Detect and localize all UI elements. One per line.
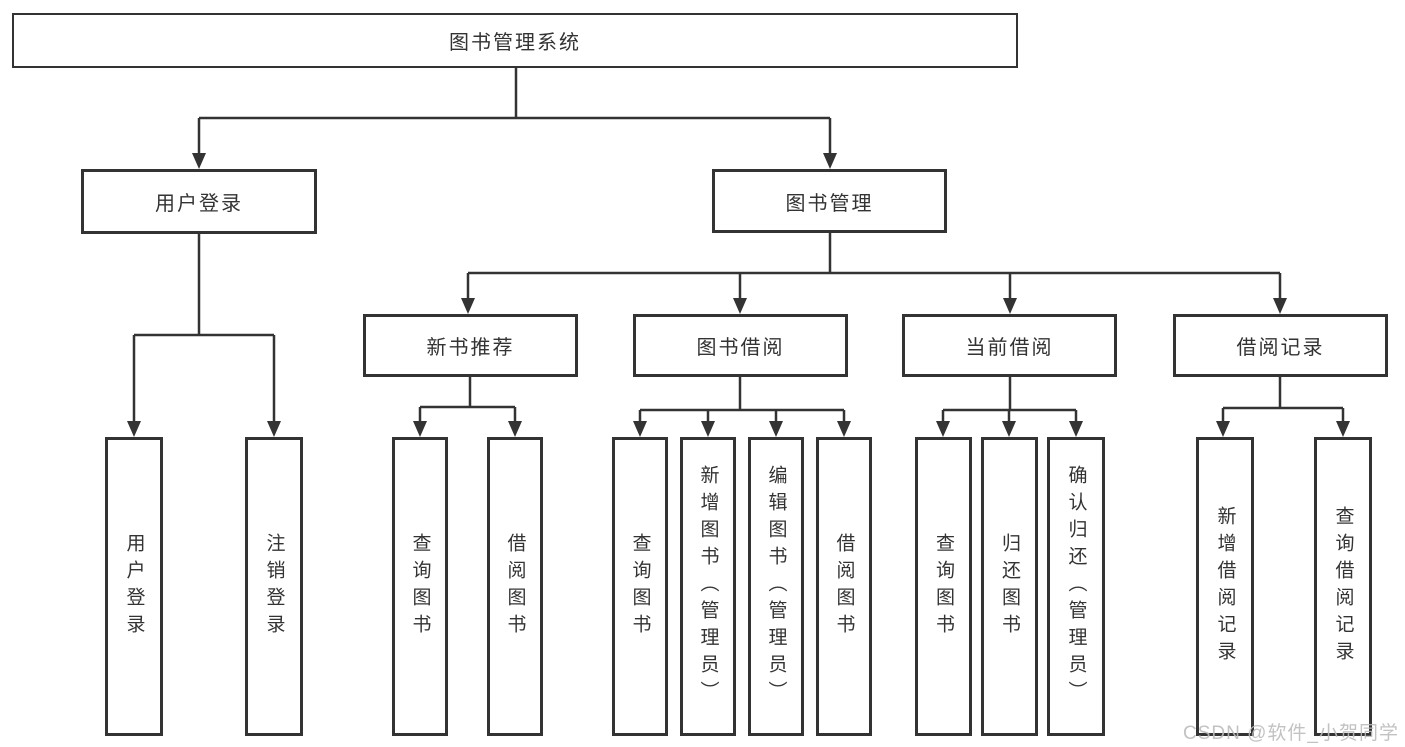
leaf-borrow-books-recommend: 借阅图书 bbox=[487, 437, 543, 736]
leaf-logout: 注销登录 bbox=[245, 437, 303, 736]
leaf-add-borrow-record-label: 新增借阅记录 bbox=[1214, 505, 1236, 668]
leaf-borrow-books-label: 借阅图书 bbox=[833, 532, 855, 641]
leaf-query-borrow-record-label: 查询借阅记录 bbox=[1332, 505, 1354, 668]
leaf-add-book-admin: 新增图书（管理员） bbox=[680, 437, 736, 736]
leaf-confirm-return-admin: 确认归还（管理员） bbox=[1047, 437, 1105, 736]
leaf-user-login-label: 用户登录 bbox=[123, 532, 145, 641]
leaf-query-books-recommend-label: 查询图书 bbox=[409, 532, 431, 641]
leaf-query-books-borrow-label: 查询图书 bbox=[629, 532, 651, 641]
node-root: 图书管理系统 bbox=[12, 13, 1018, 68]
node-new-book-recommend-label: 新书推荐 bbox=[426, 337, 515, 359]
leaf-borrow-books: 借阅图书 bbox=[816, 437, 872, 736]
leaf-return-book: 归还图书 bbox=[981, 437, 1038, 736]
leaf-user-login: 用户登录 bbox=[105, 437, 163, 736]
leaf-query-borrow-record: 查询借阅记录 bbox=[1314, 437, 1372, 736]
node-root-label: 图书管理系统 bbox=[449, 32, 581, 54]
leaf-query-books-current-label: 查询图书 bbox=[933, 532, 954, 641]
node-current-borrow: 当前借阅 bbox=[902, 314, 1117, 377]
node-new-book-recommend: 新书推荐 bbox=[363, 314, 578, 377]
leaf-edit-book-admin-label: 编辑图书（管理员） bbox=[765, 465, 787, 708]
leaf-confirm-return-admin-label: 确认归还（管理员） bbox=[1065, 465, 1087, 708]
leaf-borrow-books-recommend-label: 借阅图书 bbox=[504, 532, 526, 641]
node-borrow-records-label: 借阅记录 bbox=[1236, 337, 1325, 359]
node-book-management-label: 图书管理 bbox=[785, 192, 874, 215]
node-book-management: 图书管理 bbox=[712, 169, 947, 233]
node-book-borrow: 图书借阅 bbox=[633, 314, 848, 377]
leaf-add-book-admin-label: 新增图书（管理员） bbox=[697, 465, 719, 708]
leaf-query-books-borrow: 查询图书 bbox=[612, 437, 668, 736]
leaf-query-books-current: 查询图书 bbox=[915, 437, 972, 736]
leaf-add-borrow-record: 新增借阅记录 bbox=[1196, 437, 1254, 736]
csdn-watermark: CSDN @软件_小贺同学 bbox=[1183, 723, 1399, 744]
leaf-query-books-recommend: 查询图书 bbox=[392, 437, 448, 736]
tree-edges bbox=[132, 68, 1345, 423]
node-borrow-records: 借阅记录 bbox=[1173, 314, 1388, 377]
arrowheads bbox=[127, 153, 1350, 437]
leaf-edit-book-admin: 编辑图书（管理员） bbox=[748, 437, 804, 736]
node-user-login-label: 用户登录 bbox=[155, 193, 243, 215]
leaf-logout-label: 注销登录 bbox=[263, 532, 285, 641]
node-book-borrow-label: 图书借阅 bbox=[696, 337, 785, 359]
node-user-login: 用户登录 bbox=[81, 169, 317, 234]
leaf-return-book-label: 归还图书 bbox=[999, 532, 1020, 641]
node-current-borrow-label: 当前借阅 bbox=[965, 337, 1054, 359]
